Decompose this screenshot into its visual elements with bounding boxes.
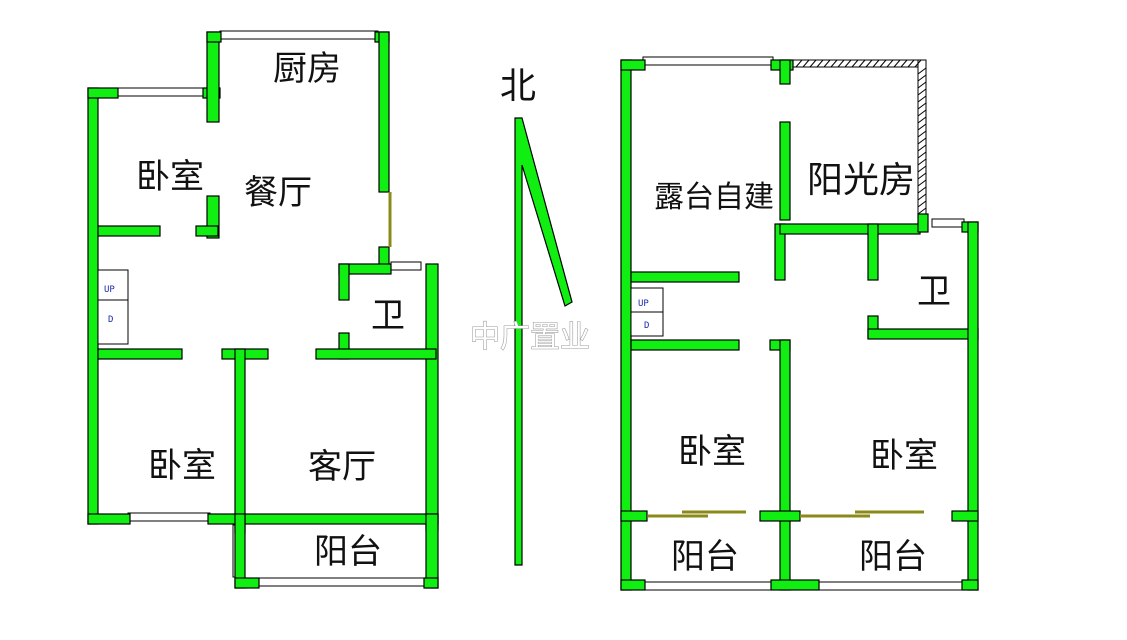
hatch-mark <box>795 59 803 68</box>
hatch-mark <box>844 59 852 68</box>
kitchen-window <box>219 30 379 40</box>
hatch-mark <box>893 59 901 68</box>
left-stair-up-label: UP <box>104 285 115 295</box>
north-arrow: 北 <box>500 66 573 566</box>
label-terrace: 露台自建 <box>654 180 774 215</box>
hatch-mark <box>917 95 927 103</box>
left-stair-down-label: D <box>108 315 113 325</box>
label-living-room: 客厅 <box>308 447 376 487</box>
hatch-mark <box>914 59 922 68</box>
bathroom-right-window <box>931 218 965 228</box>
hatch-mark <box>917 158 927 166</box>
hatch-mark <box>917 186 927 194</box>
hatch-mark <box>917 172 927 180</box>
north-arrow-shape <box>514 117 573 566</box>
hatch-mark <box>917 165 927 173</box>
balcony-window <box>257 577 427 587</box>
hatch-mark <box>802 59 810 68</box>
hatch-mark <box>917 144 927 152</box>
hatch-mark <box>917 207 927 215</box>
right-floor-plan: UP D 露台自建 阳光房 卫 卧室 卧室 阳台 阳台 <box>620 56 979 591</box>
hatch-mark <box>879 59 887 68</box>
hatch-mark <box>851 59 859 68</box>
watermark: 中广置业 <box>470 320 590 355</box>
balcony-left-window <box>642 581 774 591</box>
hatch-mark <box>886 59 894 68</box>
hatch-mark <box>917 193 927 201</box>
left-walls <box>87 31 439 589</box>
right-walls <box>620 59 979 591</box>
hatch-mark <box>872 59 880 68</box>
hatch-mark <box>830 59 838 68</box>
terrace-window <box>642 56 774 66</box>
hatch-mark <box>865 59 873 68</box>
hatch-mark <box>917 130 927 138</box>
hatch-mark <box>917 109 927 117</box>
hatch-mark <box>917 123 927 131</box>
hatch-mark <box>858 59 866 68</box>
hatch-mark <box>917 81 927 89</box>
label-balcony-right-a: 阳台 <box>671 537 739 577</box>
hatch-mark <box>823 59 831 68</box>
right-stair-down-label: D <box>644 321 649 331</box>
left-floor-plan: UP D 厨房 卧室 餐厅 卫 卧室 客厅 阳台 <box>87 30 439 589</box>
sunroom-glass-wall <box>789 59 927 223</box>
bathroom-window <box>390 261 422 271</box>
hatch-mark <box>917 200 927 208</box>
hatch-mark <box>816 59 824 68</box>
label-bathroom-left: 卫 <box>371 296 405 336</box>
hatch-mark <box>917 88 927 96</box>
label-balcony-right-b: 阳台 <box>859 537 927 577</box>
left-stair-symbol: UP D <box>97 269 129 345</box>
label-bathroom-right: 卫 <box>917 272 951 312</box>
hatch-mark <box>917 102 927 110</box>
label-bedroom-top: 卧室 <box>136 157 204 197</box>
label-bedroom-bottom: 卧室 <box>148 446 216 486</box>
right-stair-symbol: UP D <box>630 287 664 337</box>
hatch-mark <box>809 59 817 68</box>
label-bedroom-right: 卧室 <box>870 436 938 476</box>
label-dining-room: 餐厅 <box>244 173 312 213</box>
hatch-mark <box>917 151 927 159</box>
hatch-mark <box>917 74 927 82</box>
hatch-mark <box>917 179 927 187</box>
bedroom-top-window <box>116 87 204 97</box>
right-stair-up-label: UP <box>638 299 649 309</box>
label-sunroom: 阳光房 <box>807 160 915 201</box>
hatch-mark <box>917 67 927 75</box>
hatch-mark <box>917 137 927 145</box>
hatch-mark <box>907 59 915 68</box>
hatch-mark <box>837 59 845 68</box>
north-label: 北 <box>500 66 536 107</box>
hatch-mark <box>917 116 927 124</box>
label-balcony-left: 阳台 <box>314 532 382 572</box>
bedroom-bottom-window <box>127 512 211 522</box>
balcony-right-window <box>817 581 965 591</box>
hatch-mark <box>900 59 908 68</box>
label-bedroom-left: 卧室 <box>678 432 746 472</box>
label-kitchen: 厨房 <box>273 49 341 89</box>
